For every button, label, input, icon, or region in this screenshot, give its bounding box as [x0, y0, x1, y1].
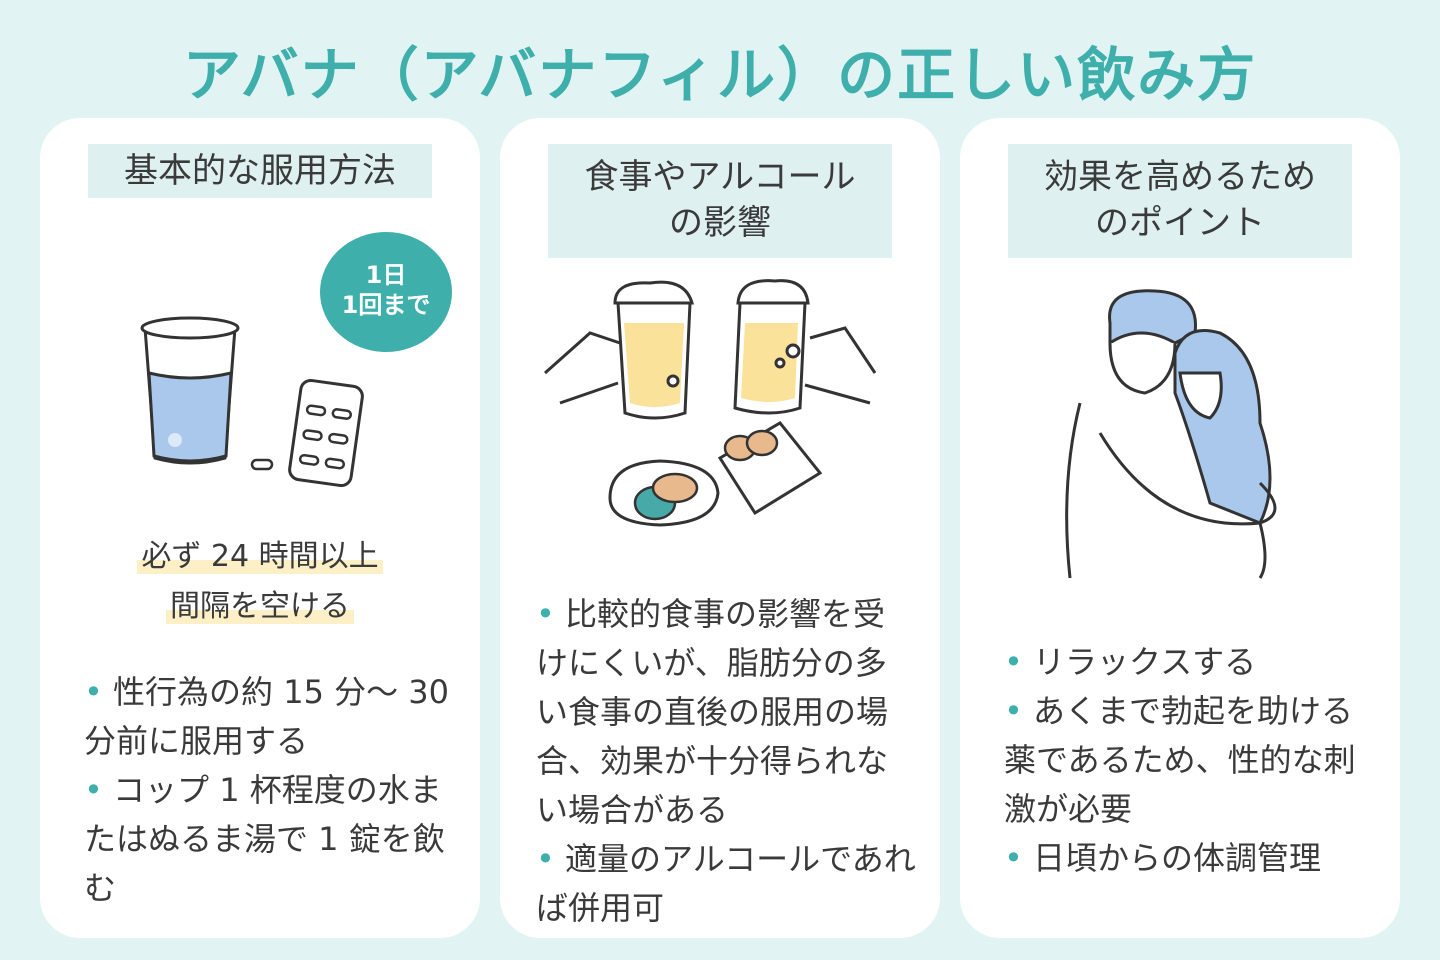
highlight-line-2: 間隔を空ける [40, 582, 480, 632]
bullet-list: • 比較的食事の影響を受けにくいが、脂肪分の多い食事の直後の服用の場合、効果が十… [536, 590, 916, 933]
list-item: • 比較的食事の影響を受けにくいが、脂肪分の多い食事の直後の服用の場合、効果が十… [536, 590, 916, 835]
heading-line: 食事やアルコール [584, 157, 856, 197]
bullet-list: • 性行為の約 15 分〜 30 分前に服用する • コップ 1 杯程度の水また… [84, 668, 464, 913]
list-item: • 日頃からの体調管理 [1004, 834, 1384, 883]
card-tips: 効果を高めるためのポイント • リラックスする • あくまで勃起を助ける薬である… [960, 118, 1400, 938]
list-item-text: 性行為の約 15 分〜 30 分前に服用する [84, 673, 450, 760]
highlight-text: 間隔を空ける [166, 589, 354, 624]
badge-line: 1日 [365, 261, 407, 289]
list-item-text: あくまで勃起を助ける薬であるため、性的な刺激が必要 [1004, 692, 1356, 828]
badge-line: 1回まで [341, 291, 431, 319]
highlight-line-1: 必ず 24 時間以上 [40, 532, 480, 582]
highlight-text: 必ず 24 時間以上 [137, 539, 383, 574]
list-item: • 性行為の約 15 分〜 30 分前に服用する [84, 668, 464, 766]
bullet-icon: • [1004, 839, 1023, 877]
card-heading: 食事やアルコールの影響 [548, 144, 892, 258]
list-item: • コップ 1 杯程度の水またはぬるま湯で 1 錠を飲む [84, 766, 464, 913]
bullet-icon: • [536, 840, 555, 878]
list-item-text: 比較的食事の影響を受けにくいが、脂肪分の多い食事の直後の服用の場合、効果が十分得… [536, 595, 889, 829]
page-title: アバナ（アバナフィル）の正しい飲み方 [182, 41, 1258, 109]
card-heading: 効果を高めるためのポイント [1008, 144, 1352, 258]
list-item: • リラックスする [1004, 638, 1384, 687]
bullet-icon: • [1004, 643, 1023, 681]
heading-line: のポイント [1095, 203, 1265, 243]
list-item-text: 日頃からの体調管理 [1033, 839, 1322, 877]
card-food-alcohol: 食事やアルコールの影響 • 比較的食事の影響を受けにくいが、脂肪分の多い食事の直… [500, 118, 940, 938]
heading-line: の影響 [669, 203, 771, 243]
couple-embrace-illustration [1065, 289, 1277, 579]
water-and-pills-illustration [140, 316, 364, 488]
bullet-icon: • [84, 673, 103, 711]
list-item: • 適量のアルコールであれば併用可 [536, 835, 916, 933]
list-item-text: 適量のアルコールであれば併用可 [536, 840, 916, 927]
list-item: • あくまで勃起を助ける薬であるため、性的な刺激が必要 [1004, 687, 1384, 834]
bullet-icon: • [84, 771, 103, 809]
list-item-text: コップ 1 杯程度の水またはぬるま湯で 1 錠を飲む [84, 771, 445, 907]
card-heading: 基本的な服用方法 [88, 144, 432, 198]
beer-and-food-illustration [544, 279, 877, 527]
heading-line: 効果を高めるため [1044, 157, 1316, 197]
bullet-list: • リラックスする • あくまで勃起を助ける薬であるため、性的な刺激が必要 • … [1004, 638, 1384, 883]
bullet-icon: • [1004, 692, 1023, 730]
bullet-icon: • [536, 595, 555, 633]
list-item-text: リラックスする [1033, 643, 1257, 681]
